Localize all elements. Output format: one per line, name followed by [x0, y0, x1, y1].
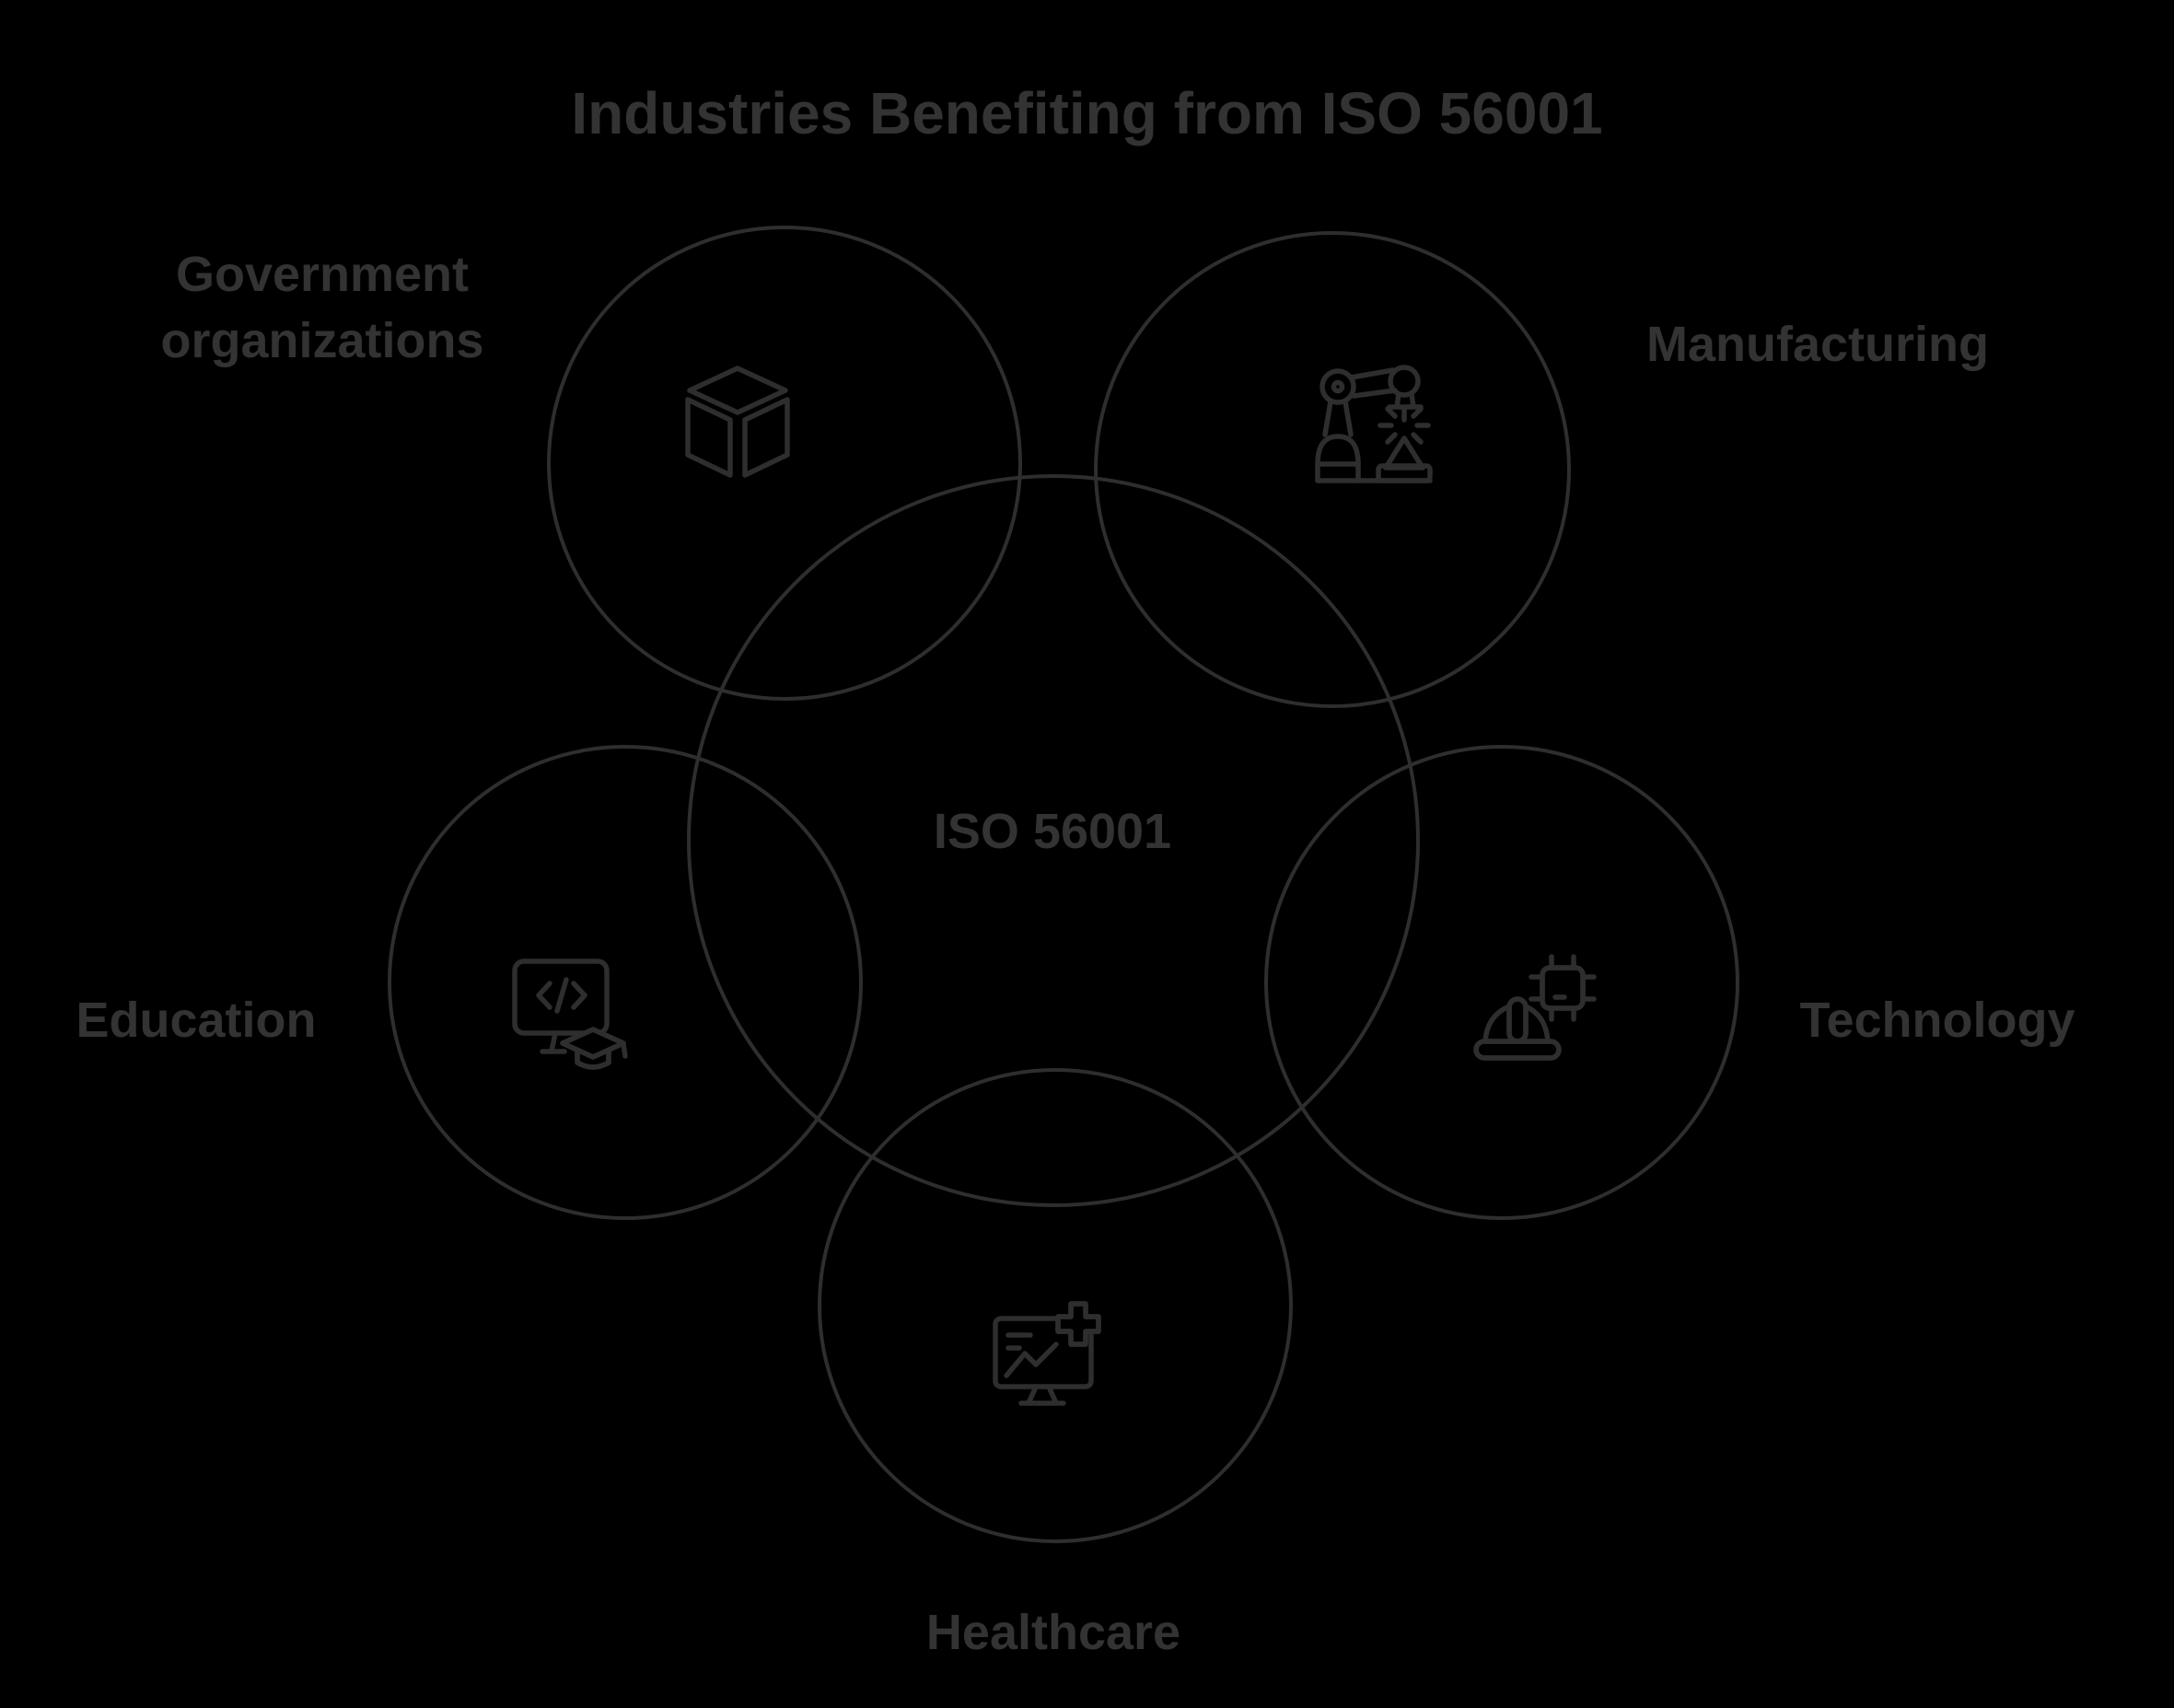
robot-arm-icon — [1315, 365, 1433, 483]
label-government-organizations: Government organizations — [160, 247, 484, 368]
hardhat-chip-icon — [1473, 954, 1597, 1061]
label-healthcare: Healthcare — [925, 1605, 1181, 1660]
code-monitor-graduation-icon — [512, 959, 628, 1070]
label-technology: Technology — [1799, 993, 2075, 1048]
manufacturing-circle — [1094, 231, 1571, 708]
technology-circle — [1264, 745, 1739, 1220]
healthcare-circle — [818, 1068, 1293, 1543]
label-education: Education — [76, 993, 317, 1048]
government-circle — [547, 226, 1022, 701]
cube-icon — [685, 366, 790, 478]
label-manufacturing: Manufacturing — [1646, 317, 1989, 372]
center-circle — [687, 474, 1420, 1207]
education-circle — [388, 745, 863, 1220]
medical-monitor-icon — [993, 1301, 1101, 1406]
center-label: ISO 56001 — [933, 804, 1172, 859]
page-title: Industries Benefiting from ISO 56001 — [571, 80, 1603, 146]
